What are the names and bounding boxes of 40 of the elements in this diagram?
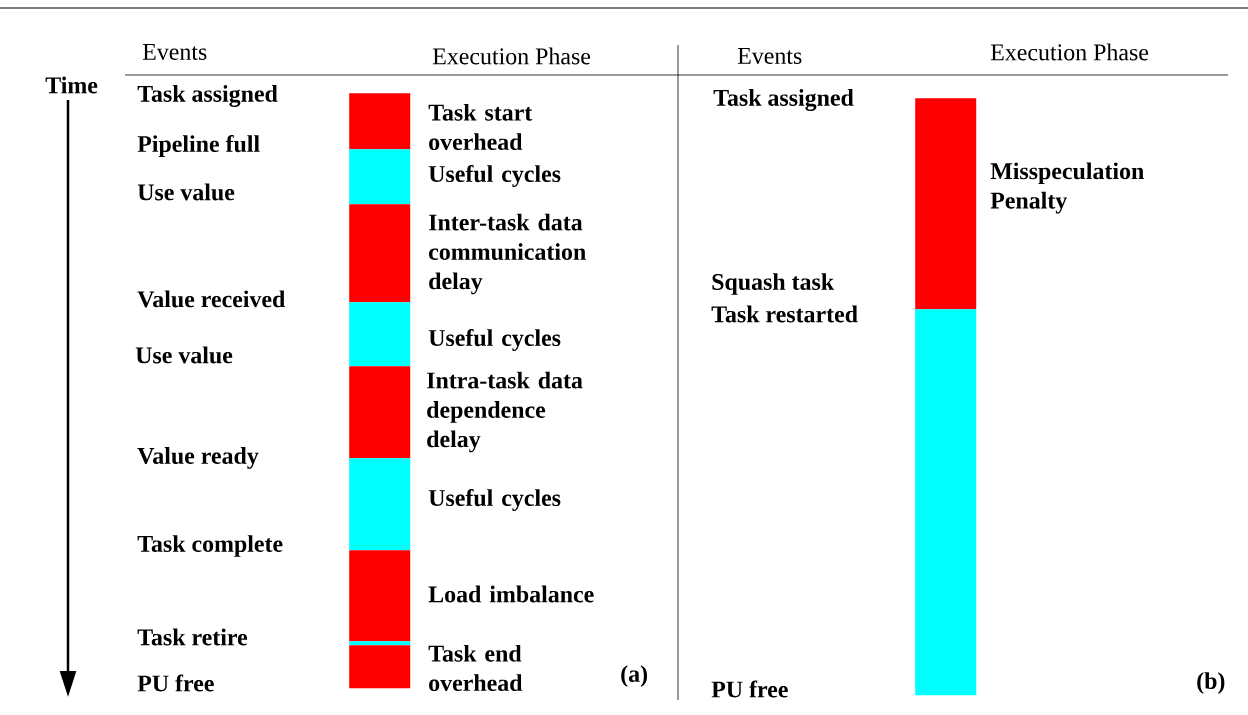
column-header: Events: [737, 48, 802, 64]
column-header: Execution Phase: [432, 47, 591, 65]
column-header: Events: [142, 44, 207, 60]
phase-label: Task end overhead: [428, 644, 523, 692]
panel-label: (a): [621, 665, 648, 687]
event-label: Value received: [137, 290, 286, 308]
event-label: PU free: [711, 680, 788, 698]
phase-label: Misspeculation Penalty: [990, 162, 1144, 214]
phase-label: Load imbalance: [428, 585, 594, 603]
phase-bar: [349, 458, 411, 551]
phase-bar: [349, 550, 411, 642]
phase-bar: [349, 204, 411, 303]
event-label: Use value: [135, 346, 233, 364]
event-label: Task retire: [137, 628, 248, 646]
phase-bar: [915, 98, 977, 310]
phase-label: Useful cycles: [428, 489, 561, 511]
event-label: Pipeline full: [137, 135, 260, 157]
panel-label: (b): [1197, 672, 1225, 694]
phase-bar: [349, 149, 411, 205]
phase-label: Intra-task data dependence delay: [427, 371, 583, 453]
phase-bar: [349, 366, 411, 459]
event-label: Task complete: [137, 535, 283, 557]
event-label: Use value: [137, 183, 235, 201]
event-label: Task assigned: [137, 85, 278, 107]
event-label: PU free: [137, 674, 214, 692]
phase-bar: [349, 302, 411, 367]
phase-label: Inter-task data communication delay: [429, 213, 586, 295]
event-label: Task restarted: [711, 305, 858, 323]
phase-bar: [349, 93, 411, 150]
phase-label: Task start overhead: [428, 103, 533, 151]
event-label: Task assigned: [713, 89, 854, 111]
phase-bar: [915, 309, 977, 696]
axis-label: Time: [45, 76, 98, 94]
phase-label: Useful cycles: [428, 165, 561, 187]
phase-bar: [349, 645, 411, 689]
column-header: Execution Phase: [990, 43, 1149, 61]
event-label: Value ready: [137, 447, 259, 469]
event-label: Squash task: [712, 273, 835, 295]
phase-bar: [349, 641, 411, 646]
phase-label: Useful cycles: [428, 329, 561, 351]
